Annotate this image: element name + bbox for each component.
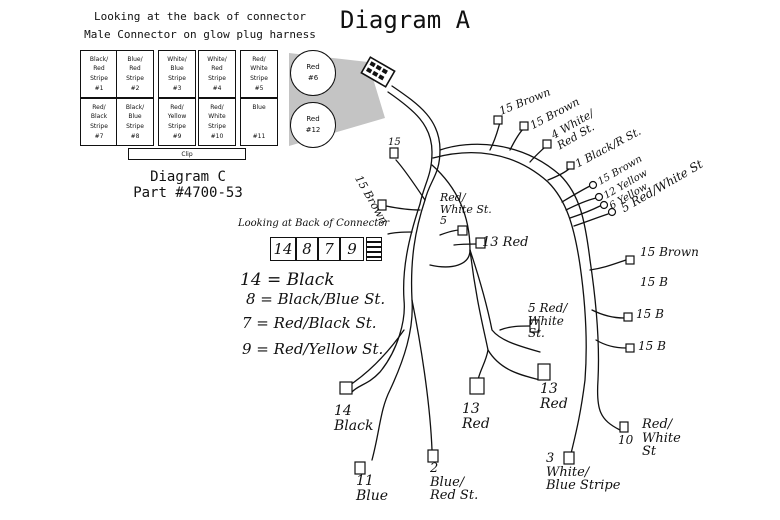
- plug-right-1-icon: [625, 255, 635, 265]
- label-10-num: 10: [618, 433, 634, 447]
- plug-15-brown-left-icon: [377, 199, 387, 211]
- pinout-pin-9: 9: [340, 237, 364, 261]
- pinout-pin-8: 8: [296, 237, 318, 261]
- diagram-a-title: Diagram A: [340, 6, 471, 34]
- stub-right-3: [595, 339, 627, 349]
- plug-6-yellow-icon: [599, 200, 609, 210]
- stub-15-brown-left: [385, 205, 421, 211]
- plug-1-black-icon: [566, 161, 575, 170]
- pin-circle-6-label: Red #6: [306, 62, 320, 82]
- right-bundle: [589, 259, 621, 431]
- plug-15-left-icon: [389, 147, 399, 159]
- label-13-red-low: 13 Red: [462, 401, 490, 432]
- connector-lead: [387, 231, 413, 235]
- stub-15-brown-3: [561, 185, 591, 203]
- pinout-pin-14: 14: [270, 237, 296, 261]
- pin-circle-12: Red #12: [290, 102, 336, 148]
- label-14-black: 14 Black: [334, 403, 374, 434]
- left-trunk-b: [351, 203, 421, 393]
- main-connector-icon: [360, 56, 396, 88]
- plug-13-red-mid-icon: [475, 237, 486, 249]
- stub-right-1: [589, 259, 627, 271]
- diagram-c-header-line-1: Looking at the back of connector: [94, 10, 306, 23]
- stub-15-brown-2: [509, 127, 525, 151]
- plug-5-red-icon: [607, 207, 617, 217]
- stub-13-red-mid: [453, 243, 477, 246]
- legend-9: 9 = Red/Yellow St.: [242, 340, 384, 358]
- plug-3-white-blue-icon: [563, 451, 575, 465]
- stub-5-red-low: [499, 325, 531, 331]
- plug-15-brown-icon: [493, 115, 503, 125]
- pin-cell-8: Black/ Blue Stripe #8: [116, 98, 154, 146]
- pin-cell-4: White/ Red Stripe #4: [198, 50, 236, 98]
- stub-right-2: [591, 309, 625, 319]
- stub-5-red: [573, 213, 609, 227]
- pinout-latch-icon: [366, 237, 382, 261]
- plug-13-red-low-icon: [469, 377, 485, 395]
- label-2-blue-red: 2 Blue/ Red St.: [430, 461, 479, 504]
- pin-circle-6: Red #6: [290, 50, 336, 96]
- pin-cell-1: Black/ Red Stripe #1: [80, 50, 118, 98]
- upper-branch-b: [432, 152, 581, 266]
- plug-10-red-white-icon: [619, 421, 629, 433]
- diagram-c-title: Diagram C: [150, 169, 226, 185]
- plug-13-red-bottom-icon: [537, 363, 551, 381]
- pin-cell-5: Red/ White Stripe #5: [240, 50, 278, 98]
- label-15-left: 15: [388, 137, 401, 148]
- plug-right-3-icon: [625, 343, 635, 353]
- plug-2-blue-red-icon: [427, 449, 439, 463]
- plug-14-black-icon: [339, 381, 353, 395]
- stub-12-yellow: [565, 197, 597, 211]
- label-10-red-white: Red/ White St: [642, 417, 681, 460]
- label-15-b-3: 15 B: [638, 339, 666, 353]
- label-11-blue: 11 Blue: [356, 473, 389, 504]
- pin-cell-9: Red/ Yellow Stripe #9: [158, 98, 196, 146]
- plug-red-white-mid-icon: [457, 225, 468, 236]
- lower-wire-2: [411, 299, 433, 451]
- pinout-pin-7: 7: [318, 237, 340, 261]
- legend-7: 7 = Red/Black St.: [242, 314, 377, 332]
- label-15-brown-right: 15 Brown: [640, 245, 699, 259]
- trunk-wire-b: [387, 91, 433, 205]
- diagram-c-header-line-2: Male Connector on glow plug harness: [84, 28, 316, 41]
- pin-circle-12-label: Red #12: [305, 114, 321, 134]
- left-trunk: [371, 199, 426, 461]
- label-15-b-2: 15 B: [636, 307, 664, 321]
- plug-15-brown-2-icon: [519, 121, 529, 131]
- center-wire-b: [487, 349, 541, 381]
- label-3-white-blue: 3 White/ Blue Stripe: [546, 451, 621, 494]
- stub-15-left: [395, 159, 426, 201]
- plug-4-white-icon: [542, 139, 552, 149]
- label-red-white-mid: Red/ White St. 5: [440, 191, 492, 228]
- pin-cell-3: White/ Blue Stripe #3: [158, 50, 196, 98]
- label-13-red-mid: 13 Red: [482, 235, 529, 250]
- label-13-red-bottom: 13 Red: [540, 381, 568, 412]
- lower-wire-14: [349, 329, 405, 386]
- stub-6-yellow: [569, 205, 601, 219]
- pinout-caption: Looking at Back of Connector: [238, 218, 390, 229]
- pin-cell-10: Red/ White Stripe #10: [198, 98, 236, 146]
- plug-12-yellow-icon: [594, 192, 604, 202]
- pin-cell-11: Blue #11: [240, 98, 278, 146]
- plug-15-brown-3-icon: [588, 180, 598, 190]
- plug-11-blue-icon: [354, 461, 366, 475]
- label-15-b-1: 15 B: [640, 275, 668, 289]
- label-5-red-white-low: 5 Red/ White St.: [528, 301, 568, 341]
- stub-red-white-mid: [439, 229, 461, 236]
- plug-5-red-low-icon: [529, 319, 540, 333]
- pin-cell-2: Blue/ Red Stripe #2: [116, 50, 154, 98]
- legend-14: 14 = Black: [240, 270, 335, 290]
- right-bundle-b: [569, 264, 587, 459]
- center-loop-b: [469, 249, 541, 353]
- plug-right-2-icon: [623, 312, 633, 322]
- center-wire: [469, 249, 489, 381]
- diagram-c-part-number: Part #4700-53: [133, 185, 243, 201]
- pin-cell-7: Red/ Black Stripe #7: [80, 98, 118, 146]
- legend-8: 8 = Black/Blue St.: [246, 290, 386, 308]
- clip-label: Clip: [128, 148, 246, 160]
